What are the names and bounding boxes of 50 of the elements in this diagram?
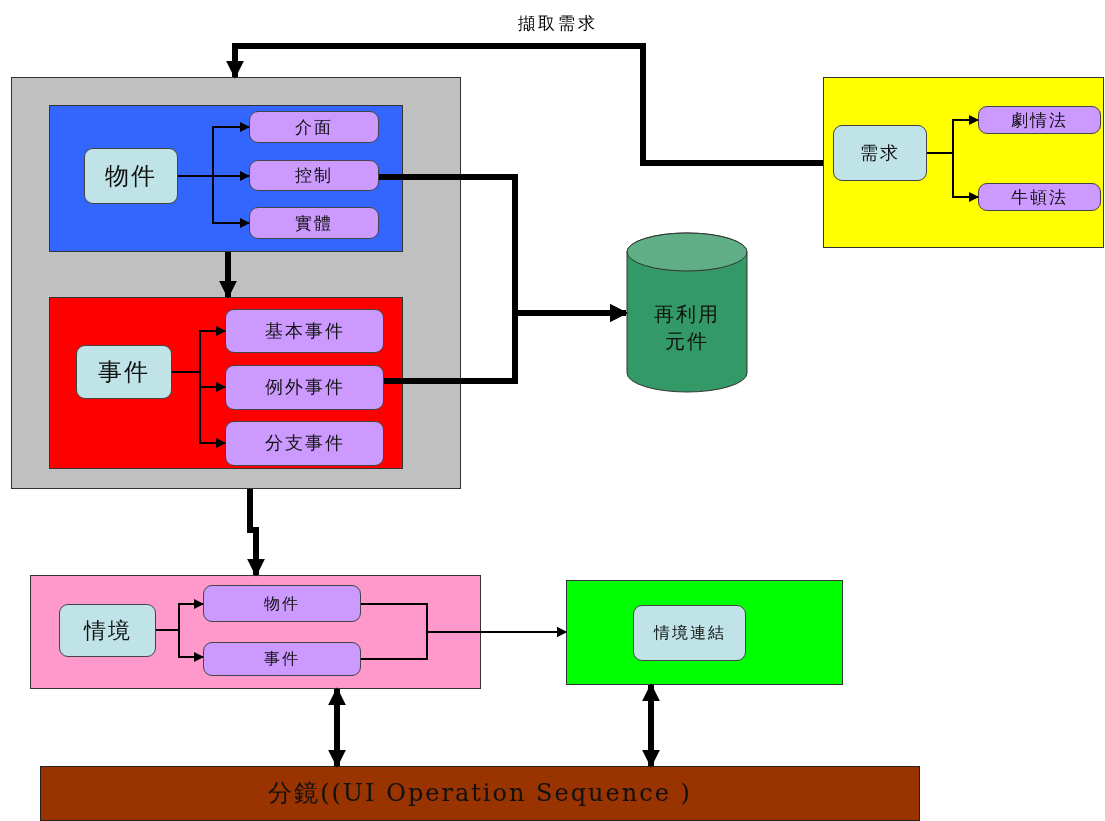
category-box xyxy=(633,605,746,661)
group-panel xyxy=(30,575,481,689)
category-box xyxy=(59,604,156,657)
group-panel xyxy=(823,77,1104,248)
connector-arrow xyxy=(177,175,250,228)
group-panel xyxy=(49,105,403,252)
connector-arrow xyxy=(226,43,823,166)
category-box xyxy=(833,125,927,181)
node-label: 控制 xyxy=(294,164,334,187)
connector-arrow xyxy=(155,629,204,662)
node-label: 例外事件 xyxy=(263,375,346,400)
item-box xyxy=(225,365,384,410)
item-box xyxy=(978,106,1101,134)
group-panel xyxy=(566,580,843,685)
node-label: 再利用元件 xyxy=(653,300,721,355)
node-label: 事件 xyxy=(263,648,301,670)
node-label: 情境連結 xyxy=(652,622,727,644)
category-box xyxy=(84,148,178,204)
node-label: 分支事件 xyxy=(263,431,346,456)
item-box xyxy=(249,207,379,239)
connector-arrow xyxy=(384,304,628,384)
connector-arrow xyxy=(360,627,567,660)
item-box xyxy=(225,421,384,466)
node-label: 基本事件 xyxy=(263,318,346,343)
item-box xyxy=(203,642,361,676)
node-label: 事件 xyxy=(97,356,151,388)
node-label: 實體 xyxy=(294,211,334,235)
connector-arrow xyxy=(926,152,979,202)
group-panel xyxy=(11,77,461,489)
node-label: 物件 xyxy=(263,592,301,615)
group-panel xyxy=(49,297,403,469)
node-label: 物件 xyxy=(104,160,158,192)
item-box xyxy=(225,309,384,353)
item-box xyxy=(978,183,1101,211)
node-label: 需求 xyxy=(859,140,901,165)
sequence-bar xyxy=(40,766,920,821)
node-label: 牛頓法 xyxy=(1010,185,1069,209)
connector-arrow xyxy=(328,687,346,768)
item-box xyxy=(249,111,379,143)
node-label: 情境 xyxy=(82,616,133,645)
item-box xyxy=(203,585,361,622)
connector-arrow xyxy=(219,252,237,299)
category-box xyxy=(76,345,172,399)
connector-arrow xyxy=(642,683,660,768)
connector-arrow xyxy=(171,371,226,448)
item-box xyxy=(249,160,379,191)
connector-arrow xyxy=(247,489,265,577)
node-label: 劇情法 xyxy=(1010,108,1069,132)
node-label: 介面 xyxy=(294,115,334,139)
node-label: 分鏡((UI Operation Sequence ) xyxy=(267,778,693,810)
